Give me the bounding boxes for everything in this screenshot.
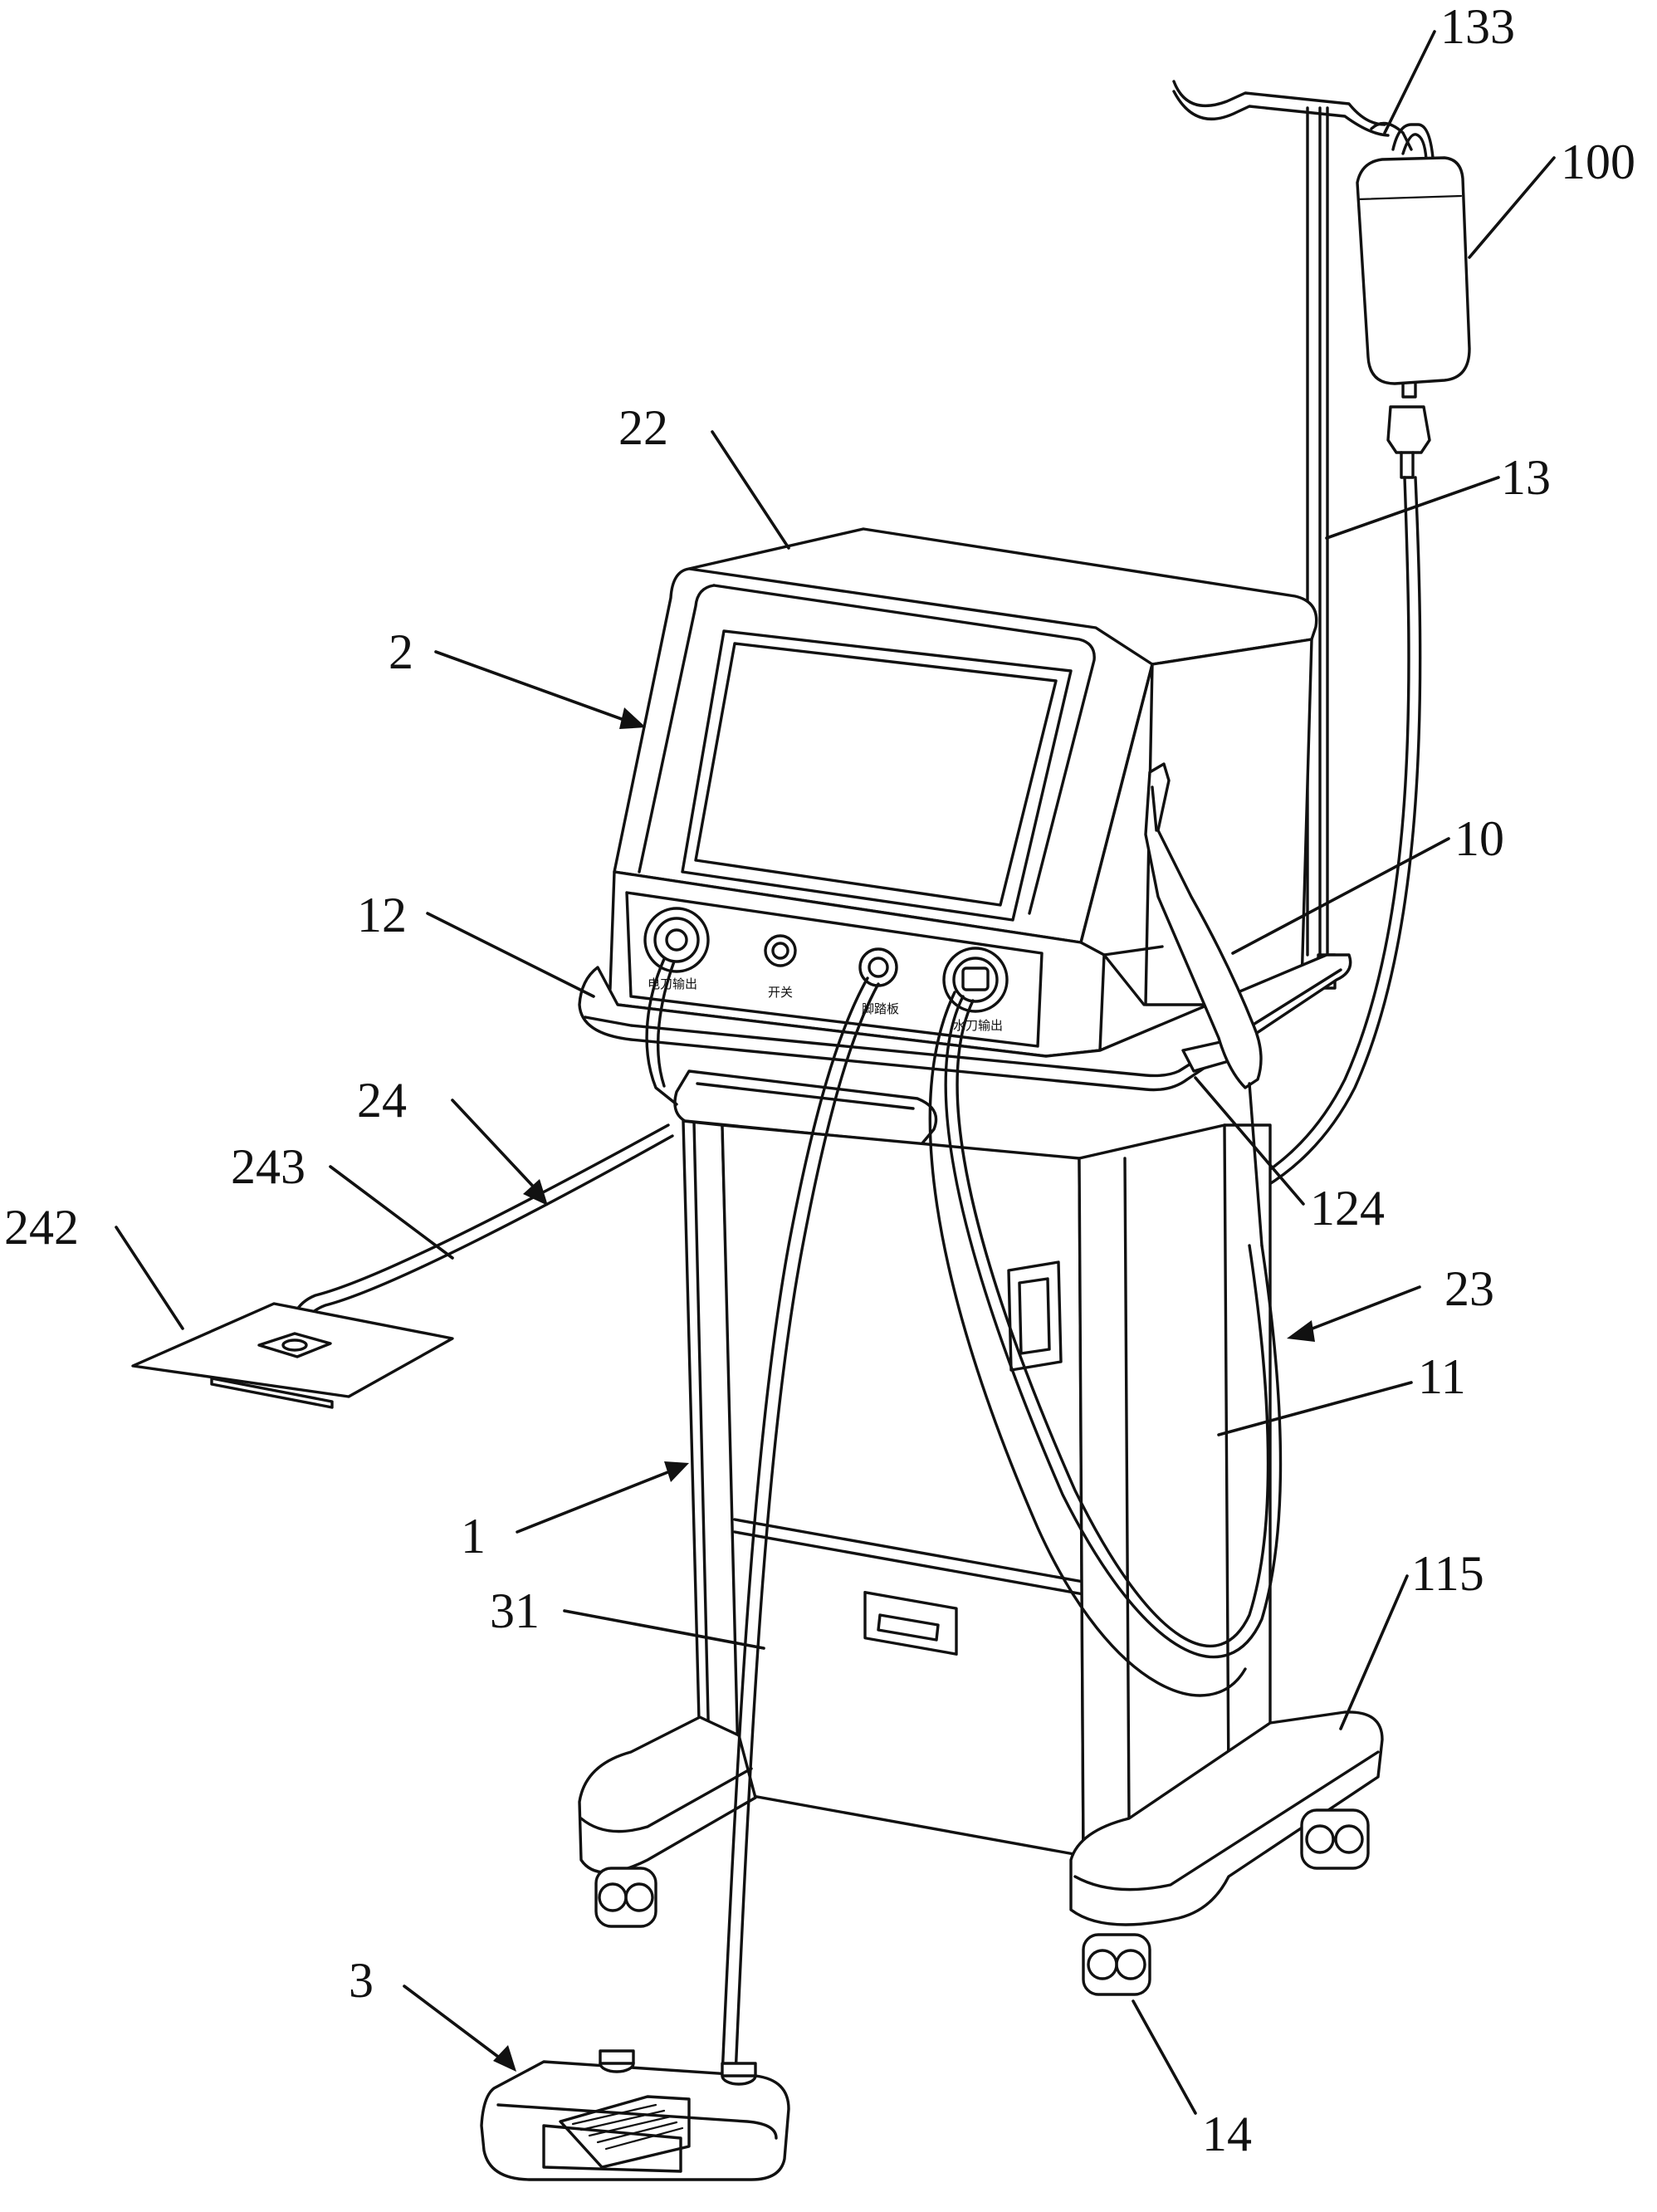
label-115: 115 [1411,1546,1484,1601]
wheel-left [594,1867,657,1928]
label-13: 13 [1501,450,1551,505]
wheel-right-rear [1300,1808,1370,1870]
left-port-label: 电刀输出 [648,976,697,991]
label-242: 242 [4,1200,79,1255]
label-11: 11 [1418,1349,1466,1404]
label-31: 31 [490,1583,540,1638]
label-23: 23 [1444,1261,1494,1316]
label-10: 10 [1454,811,1504,866]
base [578,1710,1384,1996]
label-133: 133 [1440,0,1515,54]
label-14: 14 [1202,2107,1252,2161]
leaders [115,30,1556,2115]
right-port-label: 水刀输出 [953,1018,1003,1033]
label-124: 124 [1310,1181,1385,1236]
electrode-pad [131,1302,454,1409]
switch-label: 开关 [768,985,793,1000]
label-22: 22 [618,400,668,455]
label-24: 24 [357,1073,407,1128]
label-1: 1 [461,1509,486,1564]
wheel-right-front [1082,1933,1151,1996]
foot-switch [480,2049,790,2181]
label-12: 12 [357,888,407,942]
label-100: 100 [1561,135,1635,189]
label-243: 243 [231,1139,305,1194]
middle-port-label: 脚踏板 [862,1001,899,1016]
label-3: 3 [349,1953,374,2008]
front-panel-controls: 电刀输出 开关 脚踏板 水刀输出 [643,907,1009,1033]
cart-body [682,1119,1272,1857]
reference-numerals: 133 100 22 13 2 10 12 24 243 124 242 23 … [4,0,1635,2161]
label-2: 2 [389,624,413,679]
